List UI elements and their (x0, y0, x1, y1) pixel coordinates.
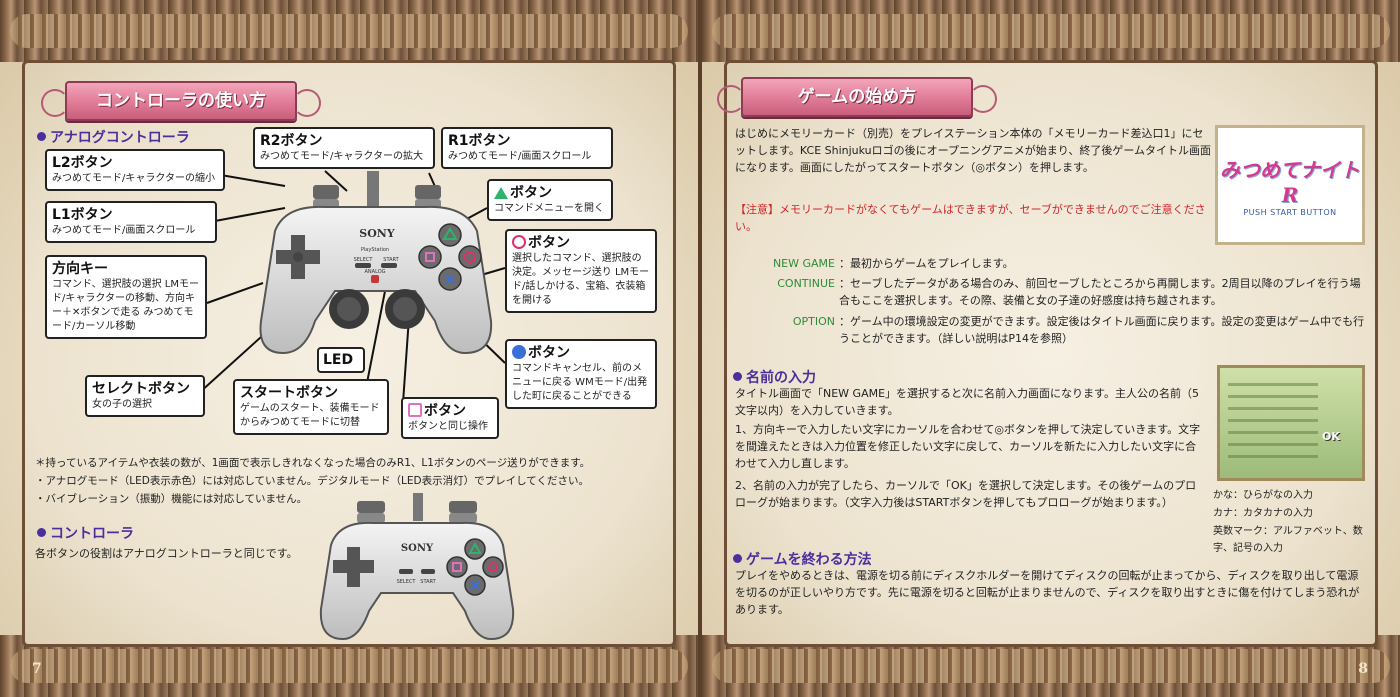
controller-analog-label: ANALOG (365, 269, 386, 275)
legend-hiragana: かな：ひらがなの入力 (1213, 490, 1313, 501)
legend-alnum: 英数マーク：アルファベット、数字、記号の入力 (1213, 526, 1363, 554)
legend-katakana: カナ：カタカナの入力 (1213, 508, 1313, 519)
page-heading: ゲームの始め方 (717, 77, 973, 117)
digital-start-label: START (420, 579, 436, 585)
push-start-text: PUSH START BUTTON (1243, 208, 1337, 217)
circle-button-icon (512, 235, 526, 249)
right-page: 8 ゲームの始め方 はじめにメモリーカード（別売）をプレイステーション本体の「メ… (702, 0, 1400, 697)
option-continue-name: CONTINUE (777, 277, 835, 290)
callout-square: ボタン ボタンと同じ操作 (401, 397, 499, 439)
page-number: 7 (32, 661, 42, 677)
callout-circle: ボタン 選択したコマンド、選択肢の決定。メッセージ送り LMモード/話しかける、… (505, 229, 657, 313)
name-screen-ok: OK (1322, 430, 1340, 443)
name-entry-screen-image: OK (1217, 365, 1365, 481)
note-analog-mode: ・アナログモード（LED表示赤色）には対応していません。デジタルモード（LED表… (35, 475, 589, 487)
callout-dpad: 方向キー コマンド、選択肢の選択 LMモード/キャラクターの移動、方向キー＋✕ボ… (45, 255, 207, 339)
warning-note: 【注意】メモリーカードがなくてもゲームはできますが、セーブができませんのでご注意… (735, 203, 1206, 233)
option-option-desc: ：ゲーム中の環境設定の変更ができます。設定後はタイトル画面に戻ります。設定の変更… (839, 315, 1365, 345)
square-button-icon (408, 403, 422, 417)
intro-text: はじめにメモリーカード（別売）をプレイステーション本体の「メモリーカード差込口1… (735, 127, 1211, 174)
cross-button-icon (512, 345, 526, 359)
name-step-1: 1、方向キーで入力したい文字にカーソルを合わせて◎ボタンを押して決定していきます… (735, 423, 1201, 470)
controller-select-label: SELECT (354, 257, 374, 263)
content-panel: コントローラの使い方 アナログコントローラ (22, 60, 676, 647)
callout-led: LED (317, 347, 365, 373)
option-newgame-name: NEW GAME (772, 257, 835, 270)
end-section-text: プレイをやめるときは、電源を切る前にディスクホルダーを開けてディスクの回転が止ま… (735, 569, 1360, 616)
callout-start: スタートボタン ゲームのスタート、装備モードからみつめてモードに切替 (233, 379, 389, 435)
controller-start-label: START (383, 257, 399, 263)
content-panel: ゲームの始め方 はじめにメモリーカード（別売）をプレイステーション本体の「メモリ… (717, 60, 1378, 647)
top-border (702, 0, 1400, 62)
page-gutter (698, 0, 702, 697)
note-vibration: ・バイブレーション（振動）機能には対応していません。 (35, 493, 308, 505)
page-number: 8 (1358, 661, 1368, 677)
callout-select: セレクトボタン 女の子の選択 (85, 375, 205, 417)
callout-triangle: ボタン コマンドメニューを開く (487, 179, 613, 221)
callout-r2: R2ボタン みつめてモード/キャラクターの拡大 (253, 127, 435, 169)
title-screen-image: みつめてナイトR PUSH START BUTTON (1215, 125, 1365, 245)
analog-controller-image: SONY SELECT START PlayStation ANALOG (259, 171, 493, 355)
end-section-title: ゲームを終わる方法 (733, 549, 872, 569)
name-step-2: 2、名前の入力が完了したら、カーソルで「OK」を選択して決定します。その後ゲーム… (735, 479, 1197, 509)
option-newgame-desc: ：最初からゲームをプレイします。 (839, 257, 1014, 270)
left-page: 7 コントローラの使い方 アナログコントローラ (0, 0, 698, 697)
controller-section-text: 各ボタンの役割はアナログコントローラと同じです。 (35, 547, 298, 560)
option-continue-desc: ：セーブしたデータがある場合のみ、前回セーブしたところから再開します。2周目以降… (839, 277, 1361, 307)
page-heading: コントローラの使い方 (41, 81, 297, 121)
callout-l2: L2ボタン みつめてモード/キャラクターの縮小 (45, 149, 225, 191)
name-section-text: タイトル画面で「NEW GAME」を選択すると次に名前入力画面になります。主人公… (735, 387, 1199, 417)
note-page-scroll: ＊持っているアイテムや衣装の数が、1画面で表示しきれなくなった場合のみR1、L1… (35, 457, 591, 469)
analog-section-title: アナログコントローラ (37, 127, 190, 147)
digital-controller-image: SONY SELECT START (319, 493, 515, 641)
digital-select-label: SELECT (397, 579, 417, 585)
name-section-title: 名前の入力 (733, 367, 816, 387)
callout-l1: L1ボタン みつめてモード/画面スクロール (45, 201, 217, 243)
triangle-icon (494, 187, 508, 199)
callout-r1: R1ボタン みつめてモード/画面スクロール (441, 127, 613, 169)
top-border (0, 0, 698, 62)
controller-section-title: コントローラ (37, 523, 134, 543)
controller-ps-label: PlayStation (361, 247, 389, 253)
controller-brand: SONY (359, 227, 395, 240)
title-logo: みつめてナイトR (1220, 158, 1360, 207)
digital-controller-brand: SONY (401, 543, 434, 554)
callout-cross: ボタン コマンドキャンセル、前のメニューに戻る WMモード/出発した町に戻ること… (505, 339, 657, 409)
option-option-name: OPTION (792, 315, 835, 328)
